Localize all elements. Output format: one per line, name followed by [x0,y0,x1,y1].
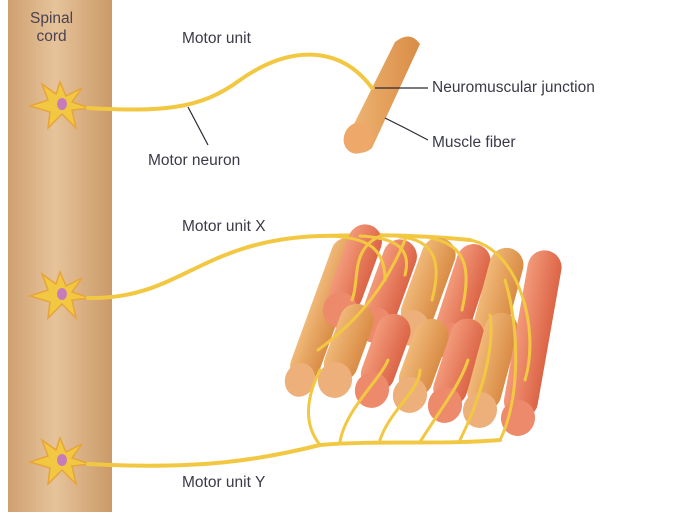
motor-neuron-top [27,79,91,131]
spinal-cord [8,0,112,512]
spinal-cord-label-line1: Spinal [30,10,74,27]
single-muscle-fiber [343,36,420,154]
motor-neuron-label: Motor neuron [148,152,241,169]
nucleus [57,98,67,110]
motor-unit-x-label: Motor unit X [182,218,266,235]
muscle-fiber-label: Muscle fiber [432,134,516,151]
spinal-cord-label-line2: cord [36,28,67,45]
neuromuscular-junction-label: Neuromuscular junction [432,79,595,96]
motor-unit-label: Motor unit [182,30,251,47]
motor-neuron-y [27,435,91,487]
motor-unit-y-label: Motor unit Y [182,474,266,491]
label-leader-lines [187,87,429,146]
muscle-fiber-bundle [284,224,562,436]
spinal-cord-label: Spinal cord [30,10,73,46]
motor-neuron-x [27,269,91,321]
axon-branches [306,234,532,447]
